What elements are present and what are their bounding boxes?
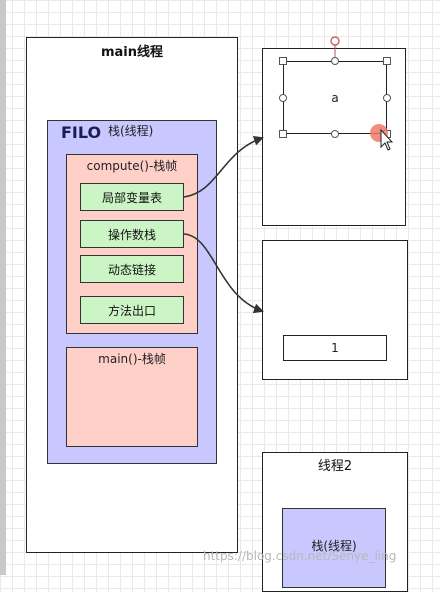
dynamic-linking-cell[interactable]: 动态链接 <box>80 255 184 283</box>
operand-stack-cell[interactable]: 操作数栈 <box>80 220 184 248</box>
resize-handle-top-right[interactable] <box>383 57 391 65</box>
resize-handle-left[interactable] <box>279 94 287 102</box>
main-thread-title: main线程 <box>100 45 164 60</box>
arrow-local-variable-to-detail <box>183 135 264 198</box>
operand-value-label: 1 <box>331 341 339 355</box>
watermark-text: https://blog.csdn.net/Senye_ling <box>203 549 397 563</box>
resize-handle-top[interactable] <box>331 57 339 65</box>
resize-handle-right[interactable] <box>383 94 391 102</box>
diagram-overlay <box>183 36 394 314</box>
resize-handle-top-left[interactable] <box>279 57 287 65</box>
variable-a-label: a <box>331 90 339 105</box>
operand-value-box[interactable]: 1 <box>283 335 387 361</box>
arrow-operand-stack-to-detail <box>183 233 264 314</box>
main-frame-box[interactable]: main()-栈帧 <box>66 347 198 447</box>
method-exit-cell[interactable]: 方法出口 <box>80 296 184 324</box>
local-variable-table-cell[interactable]: 局部变量表 <box>80 183 184 211</box>
thread2-stack-title: 栈(线程) <box>311 539 357 553</box>
filo-label: FILO <box>61 123 102 142</box>
thread2-title: 线程2 <box>317 459 353 474</box>
resize-handle-bottom-left[interactable] <box>279 130 287 138</box>
main-frame-title: main()-栈帧 <box>98 352 166 366</box>
stack-title: 栈(线程) <box>108 124 154 138</box>
rotate-handle-icon <box>330 36 340 46</box>
compute-frame-title: compute()-栈帧 <box>86 159 178 173</box>
resize-handle-bottom[interactable] <box>331 130 339 138</box>
mouse-cursor-icon <box>380 128 394 151</box>
canvas-left-edge <box>0 0 6 575</box>
